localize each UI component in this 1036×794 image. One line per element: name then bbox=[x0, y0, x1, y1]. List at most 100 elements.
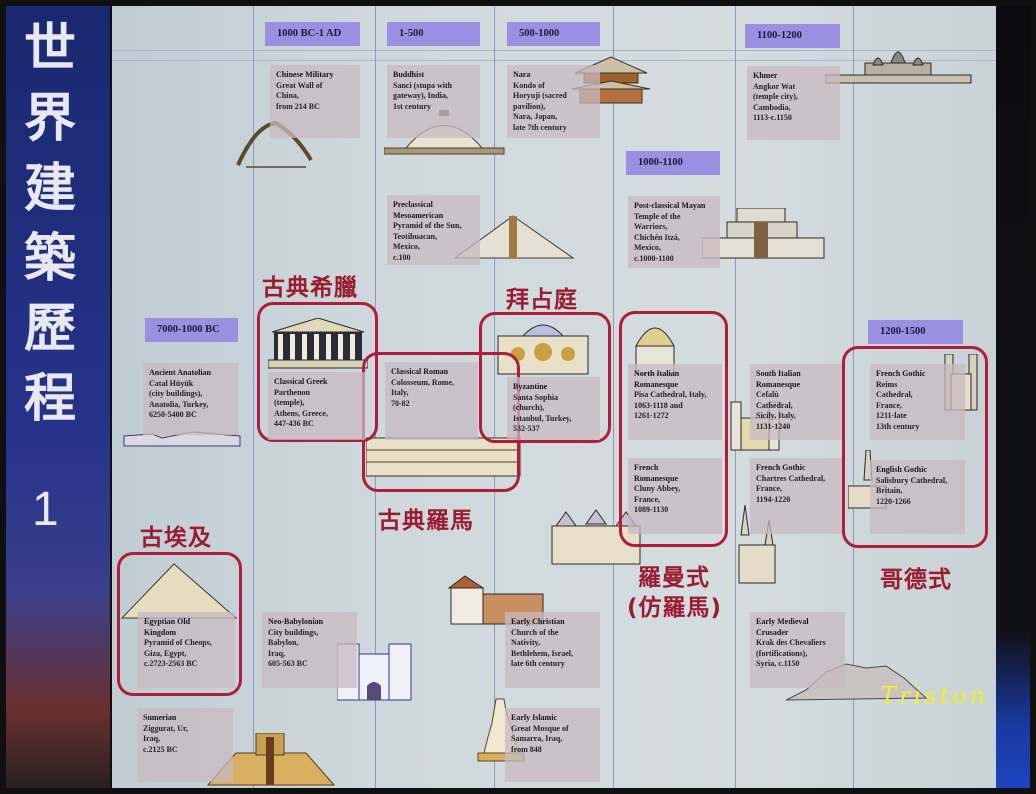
card-detail: Cathedral, bbox=[756, 400, 793, 410]
card-detail: Sanci (stupa with bbox=[393, 80, 453, 90]
card-detail: (city buildings), bbox=[149, 389, 203, 399]
label-ancient-egypt: 古埃及 bbox=[140, 525, 212, 551]
era-label: 500-1000 bbox=[507, 22, 600, 46]
card-detail: Parthenon bbox=[274, 387, 310, 397]
card-detail: 1131-1240 bbox=[756, 421, 791, 431]
highlight-egypt bbox=[117, 552, 242, 696]
era-label: 1000 BC-1 AD bbox=[265, 22, 360, 46]
card-style-name: Romanesque bbox=[634, 473, 679, 483]
column-line bbox=[853, 6, 854, 788]
label-classical-greek: 古典希臘 bbox=[262, 275, 358, 301]
card-style-name: Early Medieval bbox=[756, 617, 809, 626]
card-detail: gateway), India, bbox=[393, 91, 448, 101]
card-style-name: Romanesque bbox=[756, 379, 801, 389]
card-detail: France, bbox=[876, 400, 902, 410]
temple-of-warriors-illustration bbox=[702, 208, 825, 259]
column-line bbox=[735, 6, 736, 788]
card-style-name: French bbox=[634, 463, 659, 472]
catal-huyuk-illustration bbox=[123, 431, 241, 447]
card-style-name: Post-classical Mayan bbox=[634, 201, 706, 210]
card-detail: pavilion), bbox=[513, 101, 546, 111]
card-detail: Church of the bbox=[511, 627, 559, 637]
card-detail: 1089-1130 bbox=[634, 505, 669, 515]
card-style-name: Early Christian bbox=[511, 617, 565, 626]
card-detail: 532-537 bbox=[513, 424, 540, 434]
card-detail: c.100 bbox=[393, 252, 411, 262]
title-char: 建 bbox=[23, 158, 76, 219]
highlight-byzantine bbox=[479, 312, 611, 443]
label-byzantine: 拜占庭 bbox=[506, 287, 578, 313]
title-char: 歷 bbox=[23, 298, 76, 359]
card-detail: Mexico, bbox=[634, 243, 661, 253]
card-style-name: Early Islamic bbox=[511, 713, 557, 722]
card-detail: Giza, Egypt, bbox=[144, 648, 187, 658]
card-style-name: Crusader bbox=[756, 627, 789, 637]
card-detail: (fortifications), bbox=[756, 648, 808, 658]
signature-watermark: Triston bbox=[880, 682, 989, 710]
card-detail: Ziggurat, Ur, bbox=[143, 723, 188, 733]
divider bbox=[112, 60, 996, 61]
card-style-name: Classical Greek bbox=[274, 377, 328, 386]
era-label: 1200-1500 bbox=[868, 320, 963, 344]
card-detail: 1220-1266 bbox=[876, 496, 911, 506]
card-style-name: Buddhist bbox=[393, 70, 425, 79]
card-detail: (temple), bbox=[274, 398, 305, 408]
highlight-romanesque bbox=[619, 311, 728, 547]
highlight-gothic bbox=[842, 346, 988, 548]
card-detail: (temple city), bbox=[753, 92, 798, 102]
divider bbox=[112, 50, 996, 51]
highlight-classical-greek bbox=[257, 302, 378, 442]
card-detail: France, bbox=[634, 494, 660, 504]
card-detail: Syria, c.1150 bbox=[756, 659, 800, 669]
card-style-name: North Italian bbox=[634, 369, 680, 378]
card-detail: Warriors, bbox=[634, 222, 668, 232]
card-style-name: French Gothic bbox=[876, 369, 926, 378]
card-style-name: Nara bbox=[513, 70, 531, 79]
card-detail: Samarra, Iraq, bbox=[511, 734, 563, 744]
card-detail: Cathedral, bbox=[876, 390, 913, 400]
card-detail: c.2125 BC bbox=[143, 744, 178, 754]
label-romanesque: 羅曼式 bbox=[638, 565, 710, 591]
card-style-name: Byzantine bbox=[513, 382, 548, 391]
card-detail: 447-436 BC bbox=[274, 419, 314, 429]
card-detail: c.1000-1100 bbox=[634, 253, 674, 263]
label-gothic: 哥德式 bbox=[880, 567, 952, 593]
card-detail: 1261-1272 bbox=[634, 411, 669, 421]
card-detail: City buildings, bbox=[268, 627, 319, 637]
card-detail: Salisbury Cathedral, bbox=[876, 475, 948, 485]
church-of-nativity-illustration bbox=[447, 575, 544, 625]
card-style-name: Chinese Military bbox=[276, 70, 334, 79]
card-detail: Cluny Abbey, bbox=[634, 484, 681, 494]
card-detail: Chartres Cathedral, bbox=[756, 473, 826, 483]
card-style-name: Romanesque bbox=[634, 379, 679, 389]
card-detail: 1211-late bbox=[876, 411, 907, 421]
card-detail: Pisa Cathedral, Italy, bbox=[634, 390, 707, 400]
card-detail: Sicily, Italy, bbox=[756, 411, 796, 421]
card-detail: Bethlehem, Israel, bbox=[511, 648, 573, 658]
era-label: 7000-1000 BC bbox=[145, 318, 238, 342]
card-style-name: Kingdom bbox=[144, 627, 177, 637]
card-detail: 1113-c.1150 bbox=[753, 113, 792, 123]
card-detail: Iraq, bbox=[268, 648, 286, 658]
card-detail: Reims bbox=[876, 379, 898, 389]
vertical-title: 世 界 建 築 歷 程 bbox=[20, 14, 80, 434]
title-char: 界 bbox=[23, 88, 76, 149]
card-detail: France, bbox=[756, 484, 782, 494]
card-detail: Pyramid of Cheops, bbox=[144, 638, 212, 648]
card-detail: c.2723-2563 BC bbox=[144, 659, 198, 669]
card-style-name: English Gothic bbox=[876, 465, 927, 474]
card-detail: Colosseum, Rome, bbox=[391, 377, 454, 387]
